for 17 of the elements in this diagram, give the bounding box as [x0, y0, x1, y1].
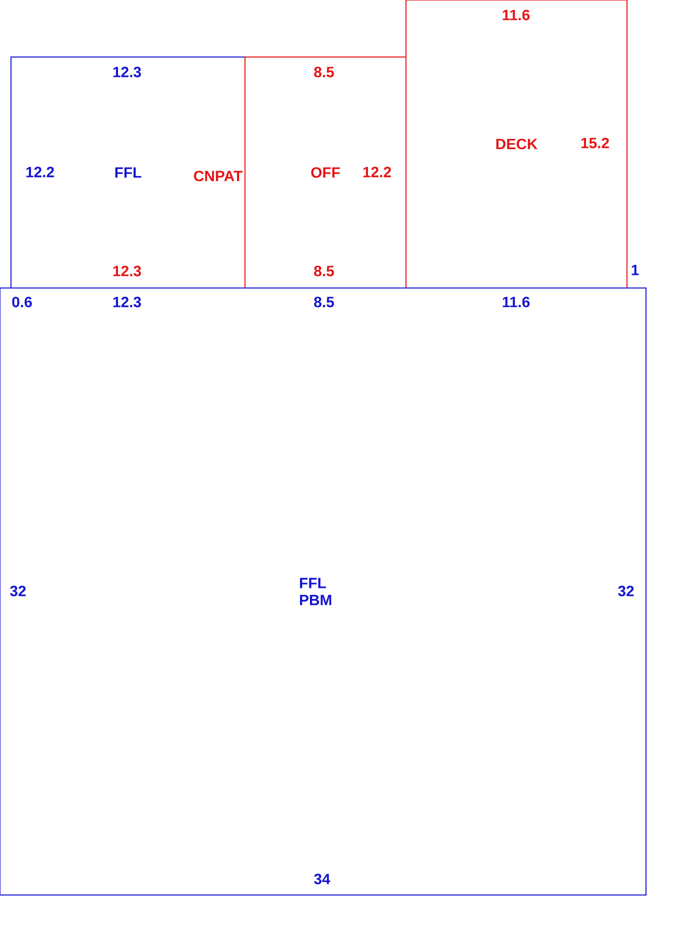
- dimension-label: 11.6: [502, 296, 530, 308]
- dimension-label: 12.3: [113, 66, 141, 78]
- dimension-label: 12.3: [113, 266, 141, 276]
- dimension-label: 12.2: [26, 166, 54, 178]
- dimension-label: 8.5: [314, 296, 334, 308]
- dimension-label: 12.2: [363, 166, 391, 178]
- dimension-label: 0.6: [12, 296, 32, 308]
- dimension-label: 32: [618, 586, 634, 596]
- dimension-label: 32: [10, 586, 26, 596]
- dimension-label: 12.3: [113, 296, 141, 308]
- dimension-label: 15.2: [581, 138, 609, 148]
- dimension-label: 34: [314, 874, 330, 884]
- dimension-label: 1: [632, 264, 639, 276]
- dimension-label: 11.6: [502, 10, 530, 20]
- dimension-label: 8.5: [314, 66, 334, 78]
- room-label: CNPAT: [194, 170, 242, 182]
- dimension-label: 8.5: [314, 266, 334, 276]
